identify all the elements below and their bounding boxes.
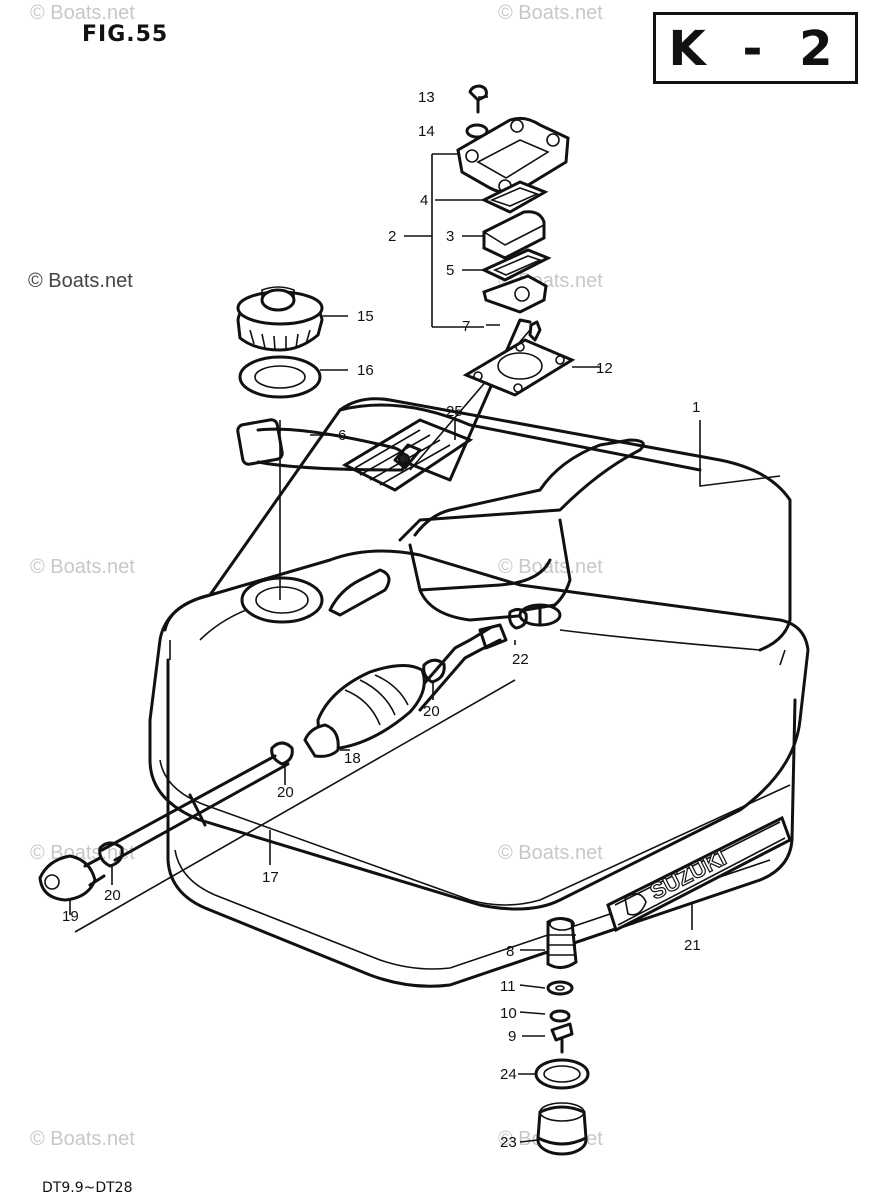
callout-20-mid: 20: [277, 784, 294, 801]
fuel-tank: [148, 397, 810, 988]
callout-15: 15: [357, 308, 374, 325]
watermark: © Boats.net: [498, 556, 603, 578]
section-code-box: K - 2: [653, 12, 858, 84]
callout-18: 18: [344, 750, 361, 767]
callout-22: 22: [512, 651, 529, 668]
callout-23: 23: [500, 1134, 517, 1151]
suzuki-decal: SUZUKI: [606, 815, 792, 933]
callout-3: 3: [446, 228, 454, 245]
callout-16: 16: [357, 362, 374, 379]
watermark: © Boats.net: [30, 1128, 135, 1150]
watermark: © Boats.net: [498, 2, 603, 24]
callout-1: 1: [692, 399, 700, 416]
figure-title: FIG.55: [82, 22, 169, 47]
callout-6: 6: [338, 427, 346, 444]
fuel-hose-assembly: [38, 607, 528, 902]
callout-4: 4: [420, 192, 428, 209]
gauge-head-assembly: [456, 84, 576, 397]
leader-lines: [69, 96, 781, 1143]
section-code: K - 2: [668, 21, 843, 77]
cap-gasket: [238, 355, 322, 399]
callout-13: 13: [418, 89, 435, 106]
callout-24: 24: [500, 1066, 517, 1083]
callout-10: 10: [500, 1005, 517, 1022]
watermark: © Boats.net: [30, 2, 135, 24]
callout-labels: 13 14 4 2 3 5 7 15 16 12 6 25 1 22 20 18…: [62, 89, 701, 1151]
callout-8: 8: [506, 943, 514, 960]
callout-12: 12: [596, 360, 613, 377]
callout-2: 2: [388, 228, 396, 245]
callout-17: 17: [262, 869, 279, 886]
callout-5: 5: [446, 262, 454, 279]
callout-11: 11: [500, 978, 516, 995]
watermark: © Boats.net: [28, 270, 133, 292]
callout-7: 7: [462, 318, 470, 335]
watermark: © Boats.net: [498, 842, 603, 864]
watermark: © Boats.net: [30, 556, 135, 578]
model-range: DT9.9~DT28: [42, 1180, 133, 1196]
callout-20-top: 20: [423, 703, 440, 720]
callout-14: 14: [418, 123, 435, 140]
callout-25: 25: [446, 403, 463, 420]
callout-20-low: 20: [104, 887, 121, 904]
callout-21: 21: [684, 937, 701, 954]
callout-19: 19: [62, 908, 79, 925]
callout-9: 9: [508, 1028, 516, 1045]
filler-cap: [236, 286, 324, 352]
